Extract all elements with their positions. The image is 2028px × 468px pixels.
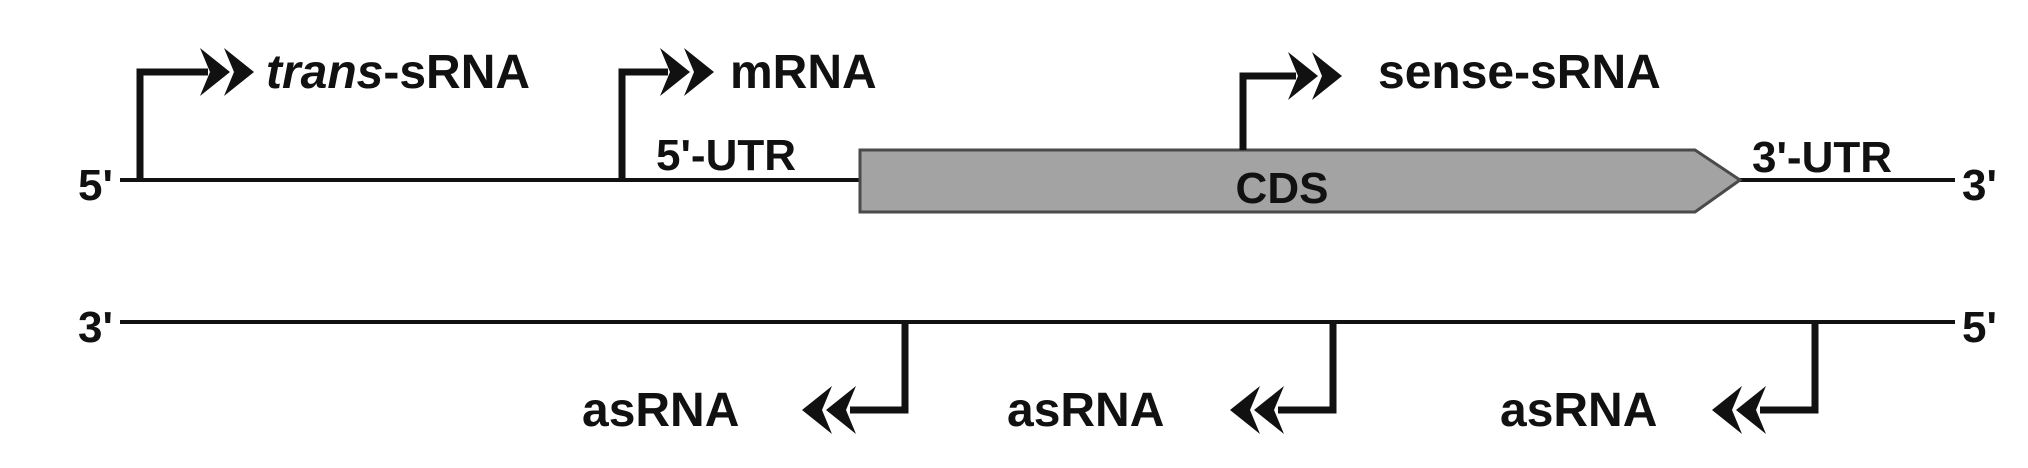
asrna-promoter-3: asRNA [1500,322,1819,437]
double-chevron-arrow-icon [1230,386,1284,434]
double-chevron-arrow-icon [1712,386,1766,434]
double-chevron-arrow-icon [1288,52,1342,100]
asrna-label-1: asRNA [582,384,739,437]
trans-srna-promoter: trans-sRNA [136,46,530,180]
cds-arrow [858,148,1743,214]
double-chevron-arrow-icon [660,48,714,96]
bottom-strand: 3' 5' [78,303,1997,352]
utr3-label: 3'-UTR [1752,133,1892,182]
trans-srna-label: trans-sRNA [266,46,530,99]
mrna-label: mRNA [730,46,877,99]
asrna-label-3: asRNA [1500,384,1657,437]
top-strand: 5' 3' 5'-UTR 3'-UTR CDS [78,131,1997,214]
double-chevron-arrow-icon [802,386,856,434]
asrna-label-2: asRNA [1007,384,1164,437]
trans-srna-suffix: -sRNA [383,46,530,99]
sense-srna-label: sense-sRNA [1378,46,1661,99]
asrna-promoter-1: asRNA [582,322,909,437]
trans-srna-italic: trans [266,46,383,99]
bottom-strand-right-end: 5' [1962,303,1997,352]
double-chevron-arrow-icon [200,48,254,96]
top-strand-left-end: 5' [78,161,113,210]
asrna-promoter-2: asRNA [1007,322,1337,437]
top-strand-right-end: 3' [1962,161,1997,210]
utr5-label: 5'-UTR [656,131,796,180]
cds-label: CDS [1236,164,1329,213]
mrna-promoter: mRNA [618,46,877,180]
sense-srna-promoter: sense-sRNA [1239,46,1661,150]
bottom-strand-left-end: 3' [78,303,113,352]
